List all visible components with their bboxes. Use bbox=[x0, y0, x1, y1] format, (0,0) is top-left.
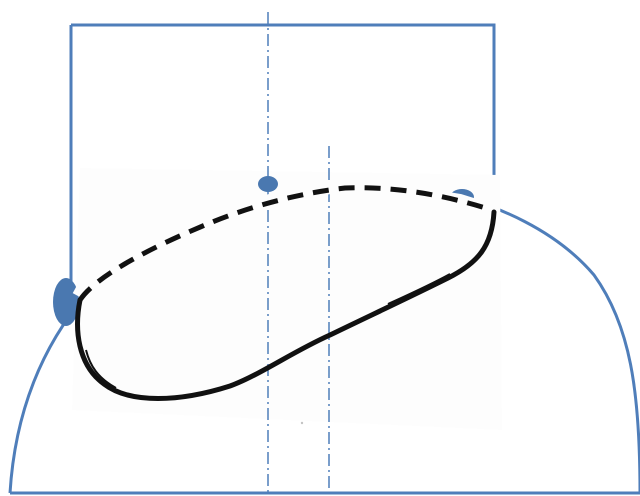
artifact-dot bbox=[300, 421, 304, 425]
solid-curve-texture-right bbox=[387, 273, 451, 305]
top-contact-marker bbox=[258, 176, 278, 192]
solid-lower-curve bbox=[75, 209, 497, 401]
rectangle-outline bbox=[71, 23, 496, 199]
scan-patch bbox=[72, 168, 502, 430]
solid-curve-texture-left bbox=[85, 349, 117, 389]
left-contact-marker bbox=[53, 278, 79, 326]
dashed-upper-curve bbox=[77, 185, 493, 302]
